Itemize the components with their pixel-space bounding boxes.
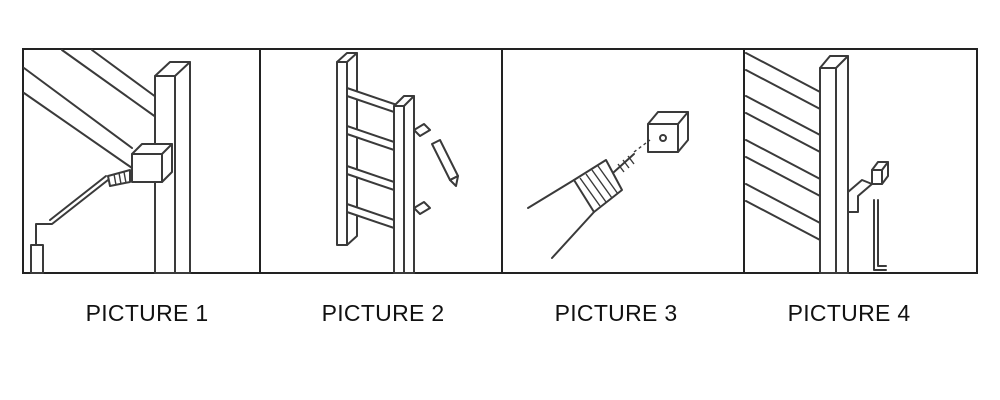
caption-picture-3: PICTURE 3	[554, 300, 678, 326]
caption-picture-2: PICTURE 2	[321, 300, 445, 326]
illustration-picture-2	[336, 52, 459, 274]
caption-picture-4: PICTURE 4	[787, 300, 911, 326]
illustration-picture-4	[745, 52, 889, 274]
illustration-picture-1	[23, 49, 191, 274]
caption-picture-1: PICTURE 1	[85, 300, 209, 326]
instruction-panel-strip	[22, 48, 978, 274]
illustration-picture-3	[527, 111, 689, 259]
panel-frame	[22, 48, 978, 274]
